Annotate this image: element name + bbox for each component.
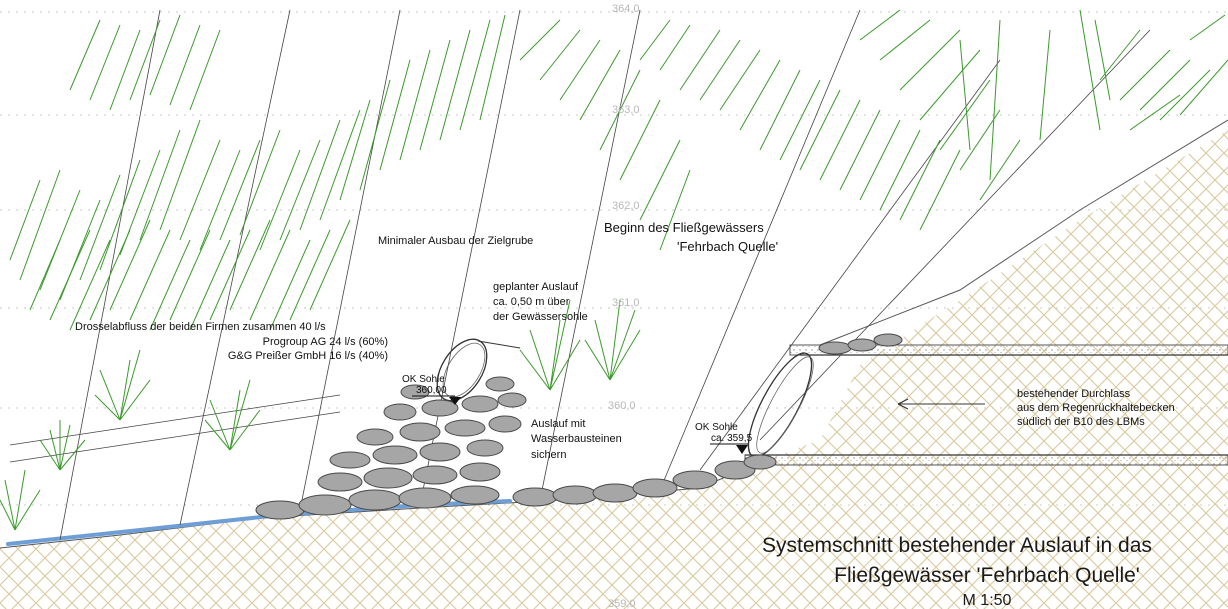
embankment-line <box>819 119 1228 346</box>
level-label-362: 362,0 <box>612 200 640 212</box>
label-beginn-2: 'Fehrbach Quelle' <box>677 239 778 254</box>
flow-arrow <box>897 398 985 410</box>
label-auslauf-1: geplanter Auslauf <box>493 281 579 293</box>
level-label-363: 363,0 <box>612 104 640 116</box>
label-ok-sohle-left-2: 360,00 <box>416 385 447 396</box>
riprap-stones <box>255 333 903 520</box>
title-line-2: Fließgewässer 'Fehrbach Quelle' <box>834 564 1140 587</box>
ground-hatch <box>0 130 1228 609</box>
title-block: Systemschnitt bestehender Auslauf in das… <box>762 534 1152 609</box>
label-auslauf-2: ca. 0,50 m über <box>493 296 570 308</box>
level-label-361: 361,0 <box>612 297 640 309</box>
vegetation <box>0 9 1228 531</box>
level-label-359: 359,0 <box>608 598 636 609</box>
ok-sohle-left-marker <box>449 397 461 405</box>
label-auslauf-3: der Gewässersohle <box>493 311 588 323</box>
title-line-1: Systemschnitt bestehender Auslauf in das <box>762 534 1152 557</box>
label-beginn-1: Beginn des Fließgewässers <box>604 220 764 235</box>
label-durchlass-3: südlich der B10 des LBMs <box>1017 416 1145 428</box>
planned-outlet-pipe <box>436 338 521 402</box>
label-zielgrube: Minimaler Ausbau der Zielgrube <box>378 235 533 247</box>
label-drossel-2: Progroup AG 24 l/s (60%) <box>263 336 388 348</box>
level-label-364: 364,0 <box>612 3 640 15</box>
survey-lines <box>9 9 1151 541</box>
label-ok-sohle-right-2: ca. 359,5 <box>711 433 753 444</box>
ok-sohle-right-marker <box>736 445 748 454</box>
label-sichern-3: sichern <box>531 449 566 461</box>
label-sichern-2: Wasserbausteinen <box>531 433 622 445</box>
level-labels: 364,0 363,0 362,0 361,0 360,0 359,0 <box>608 3 640 609</box>
level-label-360: 360,0 <box>608 400 636 412</box>
label-durchlass-1: bestehender Durchlass <box>1017 388 1131 400</box>
label-drossel-1: Drosselabfluss der beiden Firmen zusamme… <box>75 321 326 333</box>
label-ok-sohle-left-1: OK Sohle <box>402 374 445 385</box>
title-scale: M 1:50 <box>963 592 1012 609</box>
annotations: Minimaler Ausbau der Zielgrube Beginn de… <box>75 220 1175 461</box>
label-drossel-3: G&G Preißer GmbH 16 l/s (40%) <box>228 350 388 362</box>
label-ok-sohle-right-1: OK Sohle <box>695 422 738 433</box>
label-durchlass-2: aus dem Regenrückhaltebecken <box>1017 402 1175 414</box>
label-sichern-1: Auslauf mit <box>531 418 585 430</box>
